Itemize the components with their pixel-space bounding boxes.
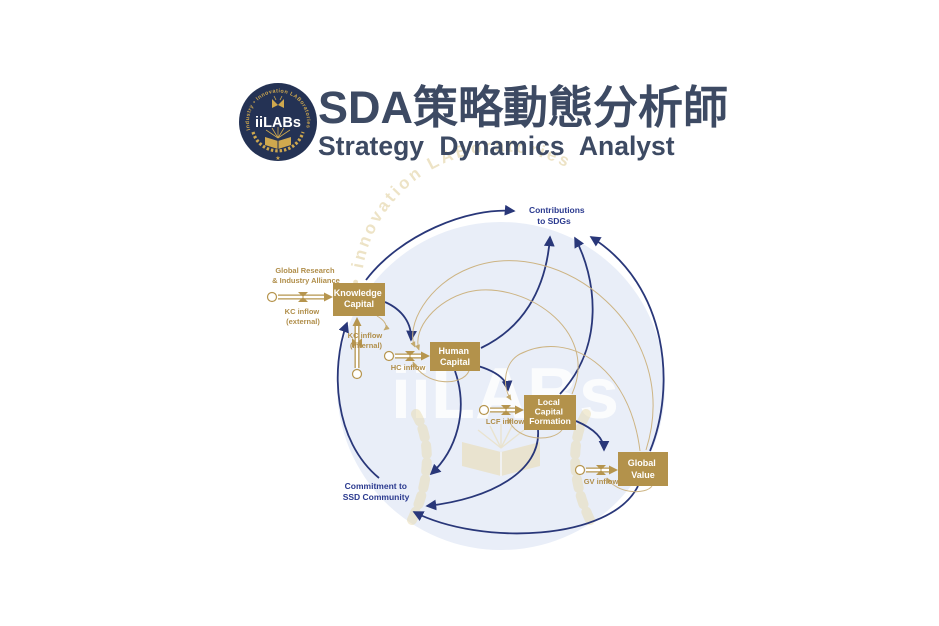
badge-book-icon bbox=[265, 127, 291, 149]
label-kc-inflow-external: KC inflow (external) bbox=[285, 307, 322, 326]
label-lcf-inflow: LCF inflow bbox=[486, 417, 524, 426]
badge-star-icon: ★ bbox=[275, 155, 280, 162]
label-global-research-alliance: Global Research & Industry Alliance bbox=[272, 266, 340, 285]
gold-feedback-arcs bbox=[376, 260, 654, 493]
flow-gv: GV inflow bbox=[574, 464, 619, 486]
badge-wordmark: iiLABs bbox=[255, 115, 301, 131]
arrow-lcf-to-sdgs bbox=[559, 236, 594, 395]
arc-lcf-self bbox=[507, 417, 563, 439]
flow-kc-internal: KC inflow (internal) bbox=[348, 317, 385, 380]
cloud-source-icon bbox=[351, 368, 363, 380]
svg-text:Global Value: Global Value bbox=[628, 458, 659, 480]
label-gv-inflow: GV inflow bbox=[584, 477, 619, 486]
cloud-source-icon bbox=[383, 350, 395, 362]
navy-causal-arcs bbox=[336, 204, 665, 535]
valve-icon bbox=[405, 351, 415, 361]
page-title-zh: SDA策略動態分析師 bbox=[318, 82, 729, 133]
arrow-kc-to-hc-inflow bbox=[384, 301, 417, 342]
label-contributions-to-sdgs: Contributions to SDGs bbox=[529, 205, 587, 226]
stock-local-capital-formation: Local Capital Formation bbox=[524, 395, 576, 430]
stock-global-value: Global Value bbox=[618, 452, 668, 486]
stock-knowledge-capital: Knowledge Capital bbox=[333, 283, 385, 316]
arc-gv-to-hc-inflow bbox=[410, 260, 654, 451]
arrow-lcf-to-ssd bbox=[425, 429, 539, 511]
svg-text:Local Capital: Local Capital Formation bbox=[529, 397, 571, 426]
arrow-gv-to-ssd bbox=[412, 485, 639, 535]
arc-lcf-to-hc-inflow bbox=[414, 289, 579, 395]
arc-hc-self bbox=[412, 361, 470, 383]
arrow-kc-to-sdgs bbox=[365, 204, 516, 281]
arc-gv-to-lcf-inflow bbox=[504, 346, 641, 452]
stock-human-capital: Human Capital bbox=[430, 342, 480, 371]
badge-butterfly-icon bbox=[272, 95, 284, 108]
valve-icon bbox=[596, 465, 606, 475]
arrow-hc-to-ssd bbox=[429, 370, 462, 476]
arrow-gv-to-sdgs bbox=[589, 236, 665, 452]
watermark-book bbox=[462, 424, 540, 476]
badge-laurel-icon bbox=[251, 131, 305, 153]
valve-icon bbox=[501, 405, 511, 415]
valve-icon bbox=[298, 292, 308, 302]
arc-kc-self bbox=[376, 315, 390, 331]
svg-text:Human Capital: Human Capital bbox=[438, 346, 471, 367]
flow-lcf: LCF inflow bbox=[478, 404, 524, 426]
valve-icon bbox=[352, 338, 362, 348]
arrow-lcf-to-gv-inflow bbox=[575, 420, 610, 452]
cloud-source-icon bbox=[266, 291, 278, 303]
flow-kc-external: KC inflow (external) Global Research & I… bbox=[266, 266, 340, 326]
flow-hc: HC inflow bbox=[383, 350, 430, 372]
label-commitment-to-ssd-community: Commitment to SSD Community bbox=[343, 481, 410, 502]
iilabs-logo-badge: Industry • Innovation LABoratories iiLAB… bbox=[239, 83, 317, 162]
arrow-hc-to-lcf-inflow bbox=[477, 365, 513, 392]
svg-text:Knowledge Capital: Knowledge Capital bbox=[334, 288, 385, 309]
arrow-hc-to-sdgs bbox=[480, 235, 555, 349]
title-block: SDA策略動態分析師 Strategy Dynamics Analyst bbox=[318, 82, 729, 161]
cloud-source-icon bbox=[574, 464, 586, 476]
cloud-source-icon bbox=[478, 404, 490, 416]
arrow-ssd-to-kc bbox=[336, 321, 380, 479]
page-title-en: Strategy Dynamics Analyst bbox=[318, 131, 675, 161]
label-kc-inflow-internal: KC inflow (internal) bbox=[348, 331, 385, 350]
arc-gv-self bbox=[606, 477, 653, 493]
label-hc-inflow: HC inflow bbox=[391, 363, 426, 372]
